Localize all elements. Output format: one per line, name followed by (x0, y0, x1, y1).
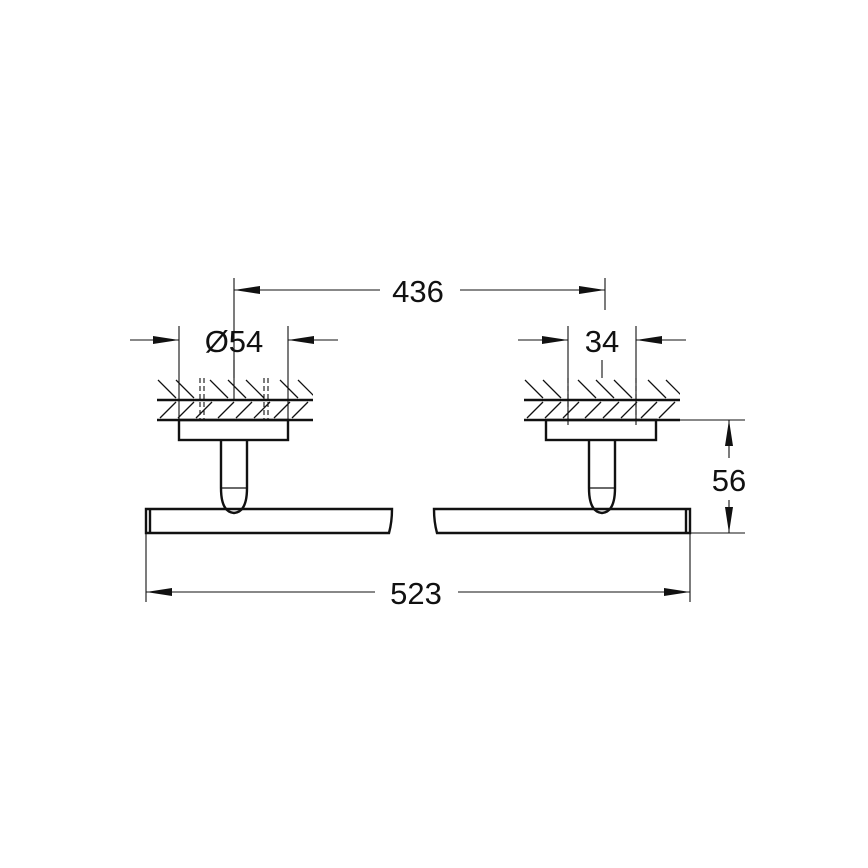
bracket-left (177, 418, 290, 515)
towel-bar-right (432, 507, 692, 535)
dimension-34: 34 (518, 324, 686, 425)
dimension-56: 56 (656, 419, 746, 534)
wall-section-right (524, 378, 680, 422)
dimension-label-34: 34 (585, 324, 619, 359)
dimension-label-54: Ø54 (205, 324, 264, 359)
wall-section-left (157, 378, 313, 422)
dimension-523: 523 (145, 533, 691, 611)
bracket-right (544, 418, 658, 515)
dimension-436: 436 (233, 274, 606, 400)
dimension-diameter-54: Ø54 (130, 324, 338, 440)
towel-bar-left (144, 507, 394, 535)
dimension-label-436: 436 (392, 274, 444, 309)
dimension-label-56: 56 (712, 463, 746, 498)
dimension-label-523: 523 (390, 576, 442, 611)
